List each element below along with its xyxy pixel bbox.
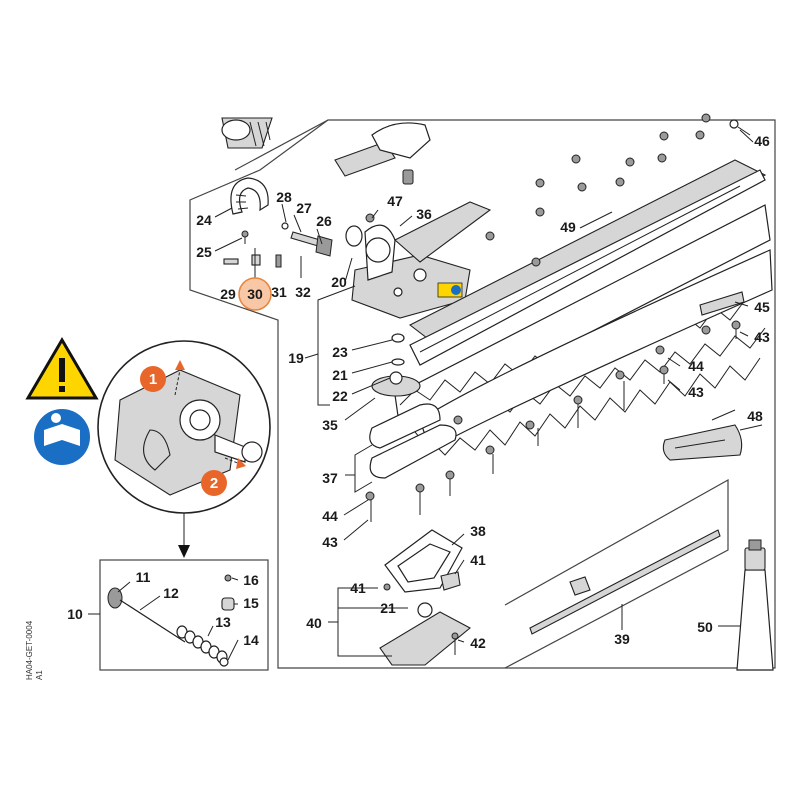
blade-guard-48	[662, 409, 743, 461]
callout-29: 29	[220, 286, 236, 302]
callout-16: 16	[243, 572, 259, 588]
callout-labels: 24 25 28 27 26 29 30 31 32 20 47 36 49 4…	[67, 133, 770, 651]
callout-43-mid: 43	[688, 384, 704, 400]
callout-11: 11	[136, 569, 151, 585]
callout-13: 13	[215, 614, 231, 630]
callout-20: 20	[331, 274, 347, 290]
callout-31: 31	[271, 284, 287, 300]
callout-45: 45	[754, 299, 770, 315]
callout-23: 23	[332, 344, 348, 360]
callout-38: 38	[470, 523, 486, 539]
step-1-label: 1	[149, 371, 157, 388]
part-30-highlight	[238, 277, 272, 311]
detail-arrow	[178, 545, 190, 558]
callout-26: 26	[316, 213, 332, 229]
callout-50: 50	[697, 619, 713, 635]
plate-45	[699, 291, 745, 316]
callout-43-left: 43	[322, 534, 338, 550]
bar-holes	[365, 113, 741, 501]
callout-35: 35	[322, 417, 338, 433]
kit-10-contents	[107, 574, 235, 667]
callout-30: 30	[247, 286, 263, 302]
callout-25: 25	[196, 244, 212, 260]
callout-44-right: 44	[688, 358, 704, 374]
gear-housing	[345, 201, 492, 319]
callout-32: 32	[295, 284, 311, 300]
callout-46: 46	[754, 133, 770, 149]
callout-44-left: 44	[322, 508, 338, 524]
detail-view	[97, 340, 271, 514]
read-manual-icon	[34, 409, 90, 465]
callout-22: 22	[332, 388, 348, 404]
callout-15: 15	[243, 595, 259, 611]
step-1-marker: 1	[140, 366, 166, 392]
callout-41-left: 41	[350, 580, 366, 596]
kit-frame-39	[504, 478, 729, 669]
main-frame	[189, 119, 776, 669]
step-2-marker: 2	[201, 470, 227, 496]
callout-10: 10	[67, 606, 83, 622]
callout-37: 37	[322, 470, 338, 486]
callout-28: 28	[276, 189, 292, 205]
handle-drawing	[334, 122, 431, 185]
callout-47: 47	[387, 193, 403, 209]
callout-19: 19	[288, 350, 304, 366]
kit-39	[529, 529, 721, 635]
callout-14: 14	[243, 632, 259, 648]
step-2-label: 2	[210, 475, 218, 492]
callout-49: 49	[560, 219, 576, 235]
highlight-circle	[238, 277, 272, 311]
upper-left-frame	[234, 119, 329, 171]
blade-lower	[419, 249, 773, 456]
callout-39: 39	[614, 631, 630, 647]
callout-40: 40	[306, 615, 322, 631]
callout-21-lower: 21	[380, 600, 396, 616]
callout-41-right: 41	[470, 552, 486, 568]
callout-24: 24	[196, 212, 212, 228]
clamp-24	[230, 177, 269, 215]
drive-shaft-drawing	[221, 117, 273, 149]
callout-21: 21	[332, 367, 348, 383]
doc-code: A1	[35, 670, 44, 680]
bolts	[370, 329, 737, 522]
callout-48: 48	[747, 408, 763, 424]
cutter-bar-49	[408, 159, 767, 366]
callout-43-right: 43	[754, 329, 770, 345]
doc-id: HA04-GET-0004	[25, 620, 34, 680]
callout-12: 12	[163, 585, 179, 601]
callout-27: 27	[296, 200, 312, 216]
warning-triangle-icon	[25, 337, 99, 400]
callout-42: 42	[470, 635, 486, 651]
callout-36: 36	[416, 206, 432, 222]
gear-cover	[379, 529, 471, 666]
kit-frame-10	[99, 559, 269, 671]
small-parts	[223, 203, 333, 296]
leader-lines	[88, 129, 763, 661]
grease-tube	[736, 539, 774, 671]
